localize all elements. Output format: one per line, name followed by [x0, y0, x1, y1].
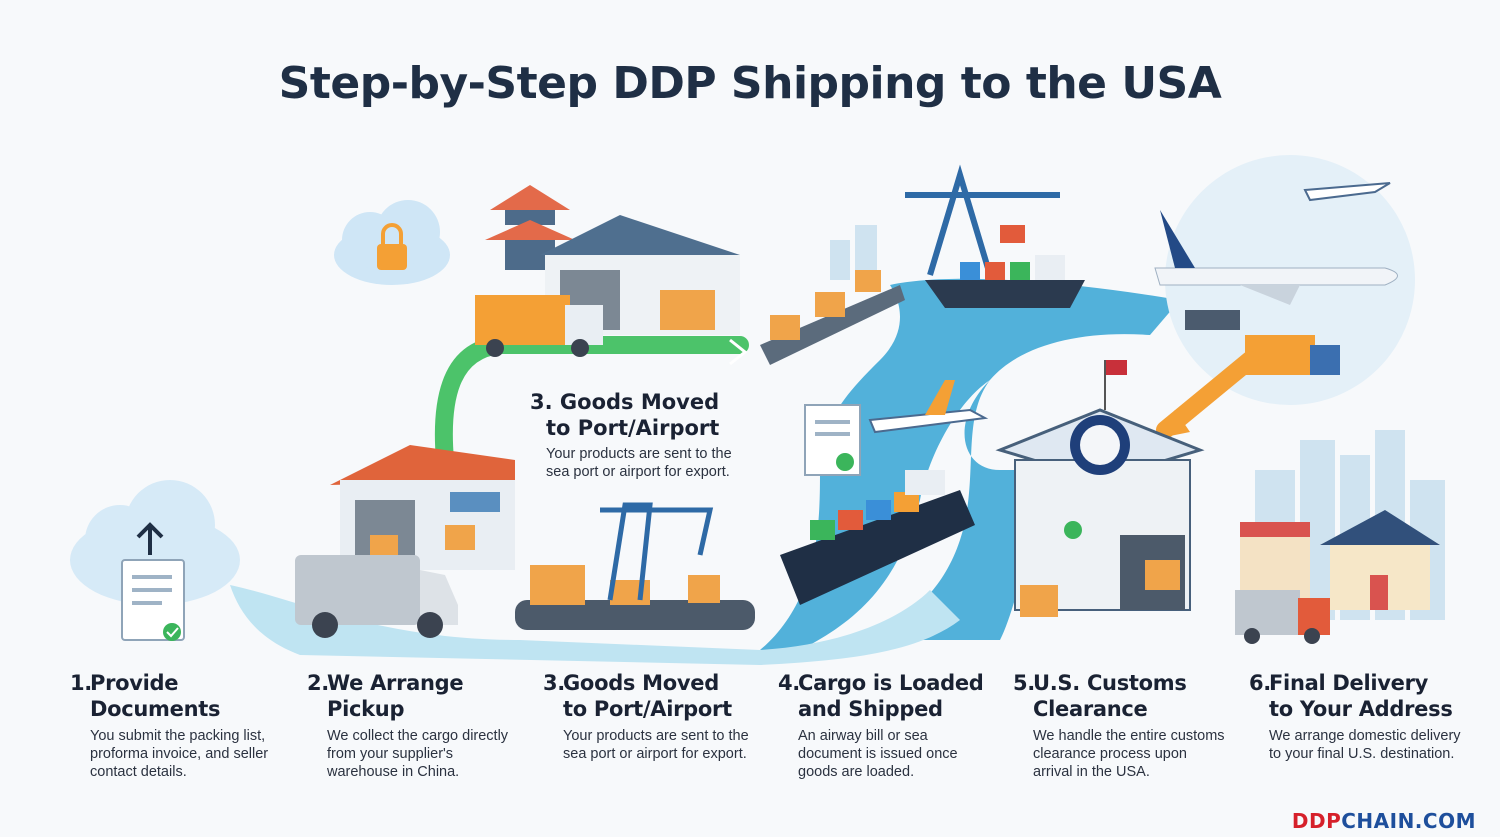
- step-desc: You submit the packing list, proforma in…: [90, 728, 269, 780]
- page-title: Step-by-Step DDP Shipping to the USA: [278, 58, 1222, 109]
- floating-step-line1: 3. Goods Moved: [530, 390, 720, 414]
- step-line1: Cargo is Loaded: [798, 671, 984, 695]
- container-ship-top-icon: [925, 225, 1085, 308]
- step-number: 2.: [307, 671, 329, 695]
- step-desc: An airway bill or sea document is issued…: [798, 728, 958, 780]
- delivery-truck-icon: [475, 295, 603, 357]
- floating-step-heading: 3. Goods Moved to Port/Airport: [530, 389, 750, 441]
- container-ship-icon: [780, 470, 975, 605]
- step-number: 3.: [543, 671, 565, 695]
- floating-step-desc: Your products are sent to the sea port o…: [546, 446, 732, 480]
- step-number: 5.: [1013, 671, 1035, 695]
- customs-building-icon: [995, 360, 1205, 617]
- step-line1: Goods Moved: [563, 671, 719, 695]
- local-truck-icon: [1235, 590, 1330, 644]
- supplier-warehouse-icon: [330, 445, 515, 570]
- lock-cloud-icon: [334, 200, 450, 285]
- step-line1: U.S. Customs: [1033, 671, 1187, 695]
- plane-top-icon: [1303, 182, 1391, 202]
- brand-logo[interactable]: DDPCHAIN.COM: [1292, 809, 1476, 833]
- destination-houses-icon: [1240, 510, 1440, 610]
- port-crane-icon: [905, 164, 1060, 276]
- step-line2: Documents: [90, 697, 221, 721]
- step-line2: and Shipped: [798, 697, 943, 721]
- floating-step-callout: 3. Goods Moved to Port/Airport Your prod…: [530, 389, 750, 481]
- brand-part2: CHAIN.COM: [1341, 809, 1476, 833]
- road-arrow: [729, 338, 748, 366]
- cargo-plane-icon: [868, 380, 989, 434]
- river-lower: [230, 585, 960, 665]
- step-number: 4.: [778, 671, 800, 695]
- step-line2: to Port/Airport: [563, 697, 732, 721]
- step-line1: Provide: [90, 671, 179, 695]
- step-line2: to Your Address: [1269, 697, 1453, 721]
- step-line2: Clearance: [1033, 697, 1148, 721]
- document-cloud-icon: [70, 480, 240, 641]
- step-desc: We handle the entire customs clearance p…: [1033, 728, 1225, 780]
- conveyor-top-icon: [760, 270, 905, 365]
- floating-step-line2: to Port/Airport: [546, 416, 720, 440]
- conveyor-lower-icon: [515, 502, 755, 630]
- step-line2: Pickup: [327, 697, 405, 721]
- step-line1: Final Delivery: [1269, 671, 1429, 695]
- step-desc: We arrange domestic delivery to your fin…: [1269, 728, 1461, 762]
- pickup-van-icon: [295, 555, 458, 638]
- brand-part1: DDP: [1291, 809, 1342, 833]
- step-desc: We collect the cargo directly from your …: [327, 728, 509, 780]
- airport-scene: [1154, 155, 1415, 405]
- step-line1: We Arrange: [327, 671, 464, 695]
- step-desc: Your products are sent to the sea port o…: [563, 728, 749, 762]
- step-number: 6.: [1249, 671, 1271, 695]
- airway-bill-icon: [804, 404, 861, 476]
- step-number: 1.: [70, 671, 92, 695]
